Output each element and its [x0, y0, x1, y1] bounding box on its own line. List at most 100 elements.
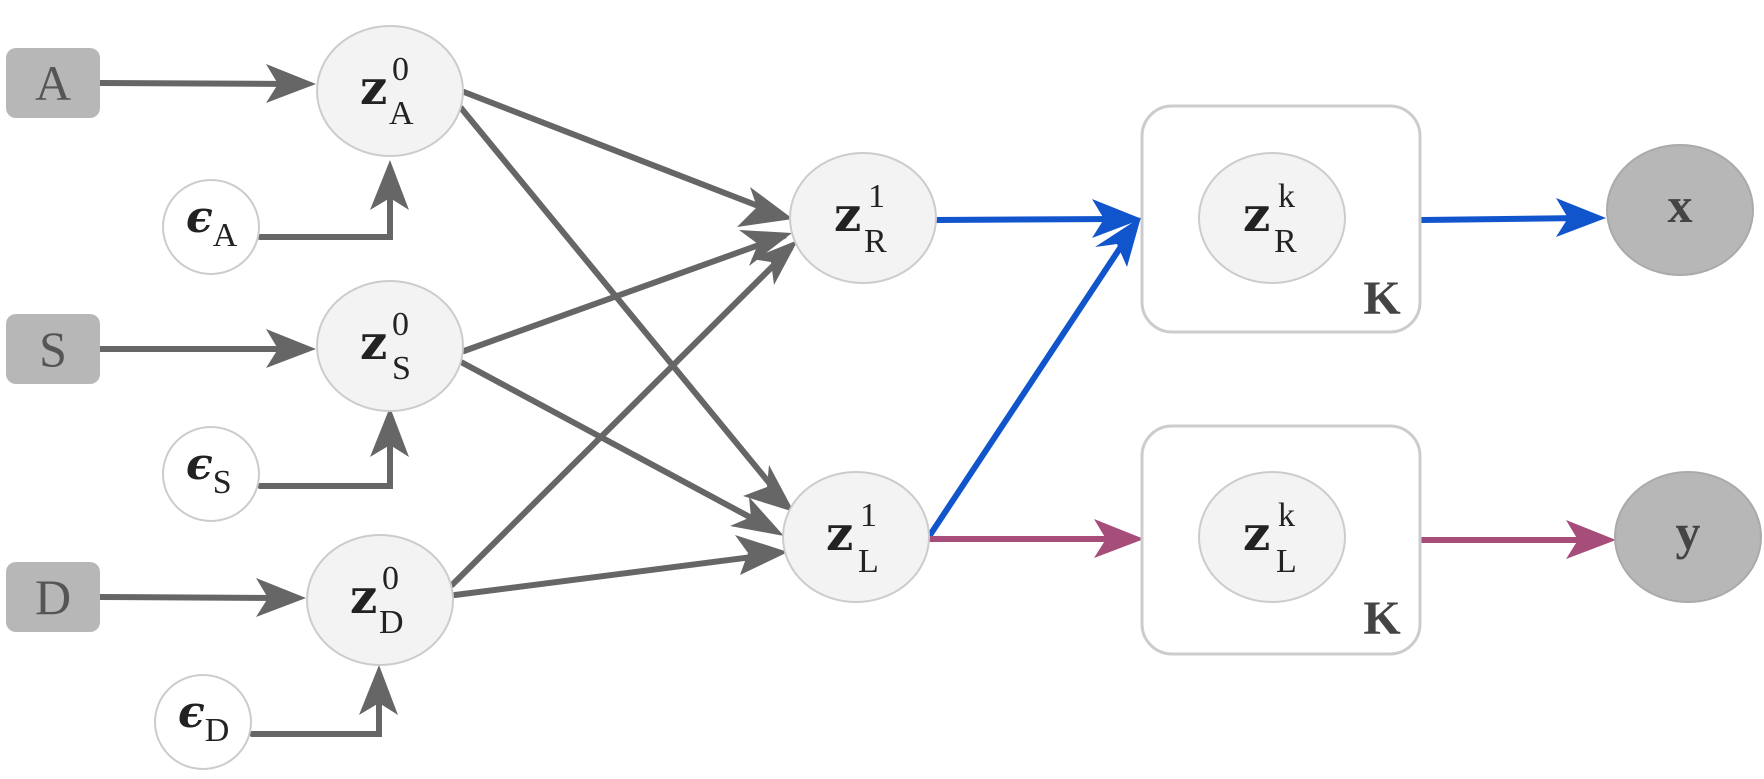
latent-zS0-circle [316, 280, 464, 412]
output-y-label: y [1676, 504, 1701, 560]
input-A-box [6, 48, 100, 118]
latent-zLk-symbol: z [1243, 506, 1270, 562]
arrowheads-pink [1094, 519, 1616, 559]
arrowhead-zR1-plate [1092, 199, 1142, 238]
noise-A-symbol: ϵ [186, 192, 213, 243]
latent-zL1-sup: 1 [860, 497, 877, 534]
arrowhead-D [256, 578, 306, 617]
latent-zL1-label: z [826, 506, 853, 562]
input-D: D [6, 562, 100, 632]
input-D-label: D [35, 569, 71, 625]
edge-plateR-to-x [1419, 215, 1587, 223]
latent-zLk-label: z [1243, 506, 1270, 562]
input-S-box [6, 314, 100, 384]
plate-bottom-label: K [1363, 592, 1400, 645]
latent-zRk-label: z [1243, 187, 1270, 243]
latent-zS0-sup: 0 [392, 306, 409, 343]
noise-D-label: ϵD [178, 687, 229, 749]
latent-zA0-sub: A [389, 95, 414, 132]
latent-zA0-symbol: z [360, 60, 387, 116]
noise-A-circle [162, 179, 260, 275]
edges-gray [97, 80, 793, 737]
noise-D-circle [154, 674, 252, 770]
latent-zR1-circle [789, 152, 937, 284]
latent-zS0: z 0 S [316, 280, 464, 412]
latent-zR1: z 1 R [789, 152, 937, 284]
noise-S-label: ϵS [186, 439, 232, 501]
latent-zRk-sup: k [1278, 178, 1295, 215]
noise-S-symbol: ϵ [186, 439, 213, 490]
edge-zS0-to-zL1 [458, 359, 775, 532]
noise-D-symbol: ϵ [178, 687, 205, 738]
arrowhead-zD0-zR1 [751, 240, 798, 285]
arrowhead-zS0-zR1 [739, 230, 792, 266]
arrowhead-plateL-y [1566, 520, 1616, 559]
edge-D-to-zD0 [97, 594, 285, 601]
latent-zL1-sub: L [858, 543, 879, 580]
arrowhead-zA0-zL1 [743, 465, 794, 512]
noise-S-sub: S [213, 464, 232, 501]
latent-zL1: z 1 L [782, 471, 930, 603]
arrowhead-zD0-zL1 [735, 535, 788, 575]
arrowhead-zL1-plateL [1094, 519, 1144, 558]
latent-zR1-symbol: z [834, 187, 861, 243]
arrowhead-zA0-zR1 [737, 187, 793, 227]
edges-pink [927, 536, 1595, 543]
latent-zL1-circle [782, 471, 930, 603]
noise-S-circle [162, 426, 260, 522]
input-S-label: S [39, 321, 67, 377]
latent-zR1-sub: R [864, 223, 887, 260]
latent-zLk-sub: L [1276, 543, 1297, 580]
edge-zA0-to-zL1 [458, 105, 783, 499]
edge-zD0-to-zL1 [452, 551, 779, 598]
output-y-circle [1614, 471, 1762, 603]
edge-zR1-to-plateR [932, 216, 1121, 223]
noise-A-sub: A [213, 217, 238, 254]
latent-zLk-sup: k [1278, 497, 1295, 534]
latent-zD0-symbol: z [350, 569, 377, 625]
latent-zA0-circle [316, 25, 464, 157]
edge-A-to-zA0 [97, 80, 295, 87]
edge-epsS-to-zS0 [257, 422, 393, 489]
latent-zD0-label: z [350, 569, 377, 625]
latent-zL1-symbol: z [826, 506, 853, 562]
arrowhead-epsD [359, 665, 398, 715]
arrowhead-zL1-plate [1095, 217, 1141, 267]
latent-zD0-circle [306, 534, 454, 666]
edge-zL1-to-plateR [927, 233, 1131, 538]
input-A: A [6, 48, 100, 118]
latent-zA0-label: z [360, 60, 387, 116]
arrowhead-zS0-zL1 [730, 497, 784, 536]
latent-zA0: z 0 A [316, 25, 464, 157]
latent-zLk-circle [1198, 471, 1346, 603]
arrowhead-epsS [370, 407, 409, 457]
edge-zD0-to-zR1 [449, 246, 793, 588]
latent-zRk-symbol: z [1243, 187, 1270, 243]
output-y: y [1614, 471, 1762, 603]
latent-zR1-sup: 1 [868, 178, 885, 215]
latent-zRk: z k R [1198, 152, 1346, 284]
output-x-circle [1606, 144, 1754, 276]
arrowheads-blue [1092, 198, 1606, 267]
arrowhead-S [266, 329, 316, 368]
plate-top-label: K [1363, 272, 1400, 325]
latent-zR1-label: z [834, 187, 861, 243]
latent-zLk: z k L [1198, 471, 1346, 603]
arrowheads-gray [256, 64, 798, 715]
edge-epsD-to-zD0 [249, 680, 382, 737]
latent-zD0-sub: D [379, 604, 404, 641]
arrowhead-plate-x [1556, 198, 1606, 237]
latent-zS0-sub: S [392, 350, 411, 387]
edges-blue [927, 215, 1587, 538]
input-D-box [6, 562, 100, 632]
arrowhead-epsA [370, 160, 409, 210]
noise-D-sub: D [205, 712, 230, 749]
latent-zD0: z 0 D [306, 534, 454, 666]
latent-zS0-label: z [360, 315, 387, 371]
input-A-label: A [35, 55, 71, 111]
noise-D: ϵD [154, 674, 252, 770]
noise-A-label: ϵA [186, 192, 238, 254]
latent-zA0-sup: 0 [392, 51, 409, 88]
